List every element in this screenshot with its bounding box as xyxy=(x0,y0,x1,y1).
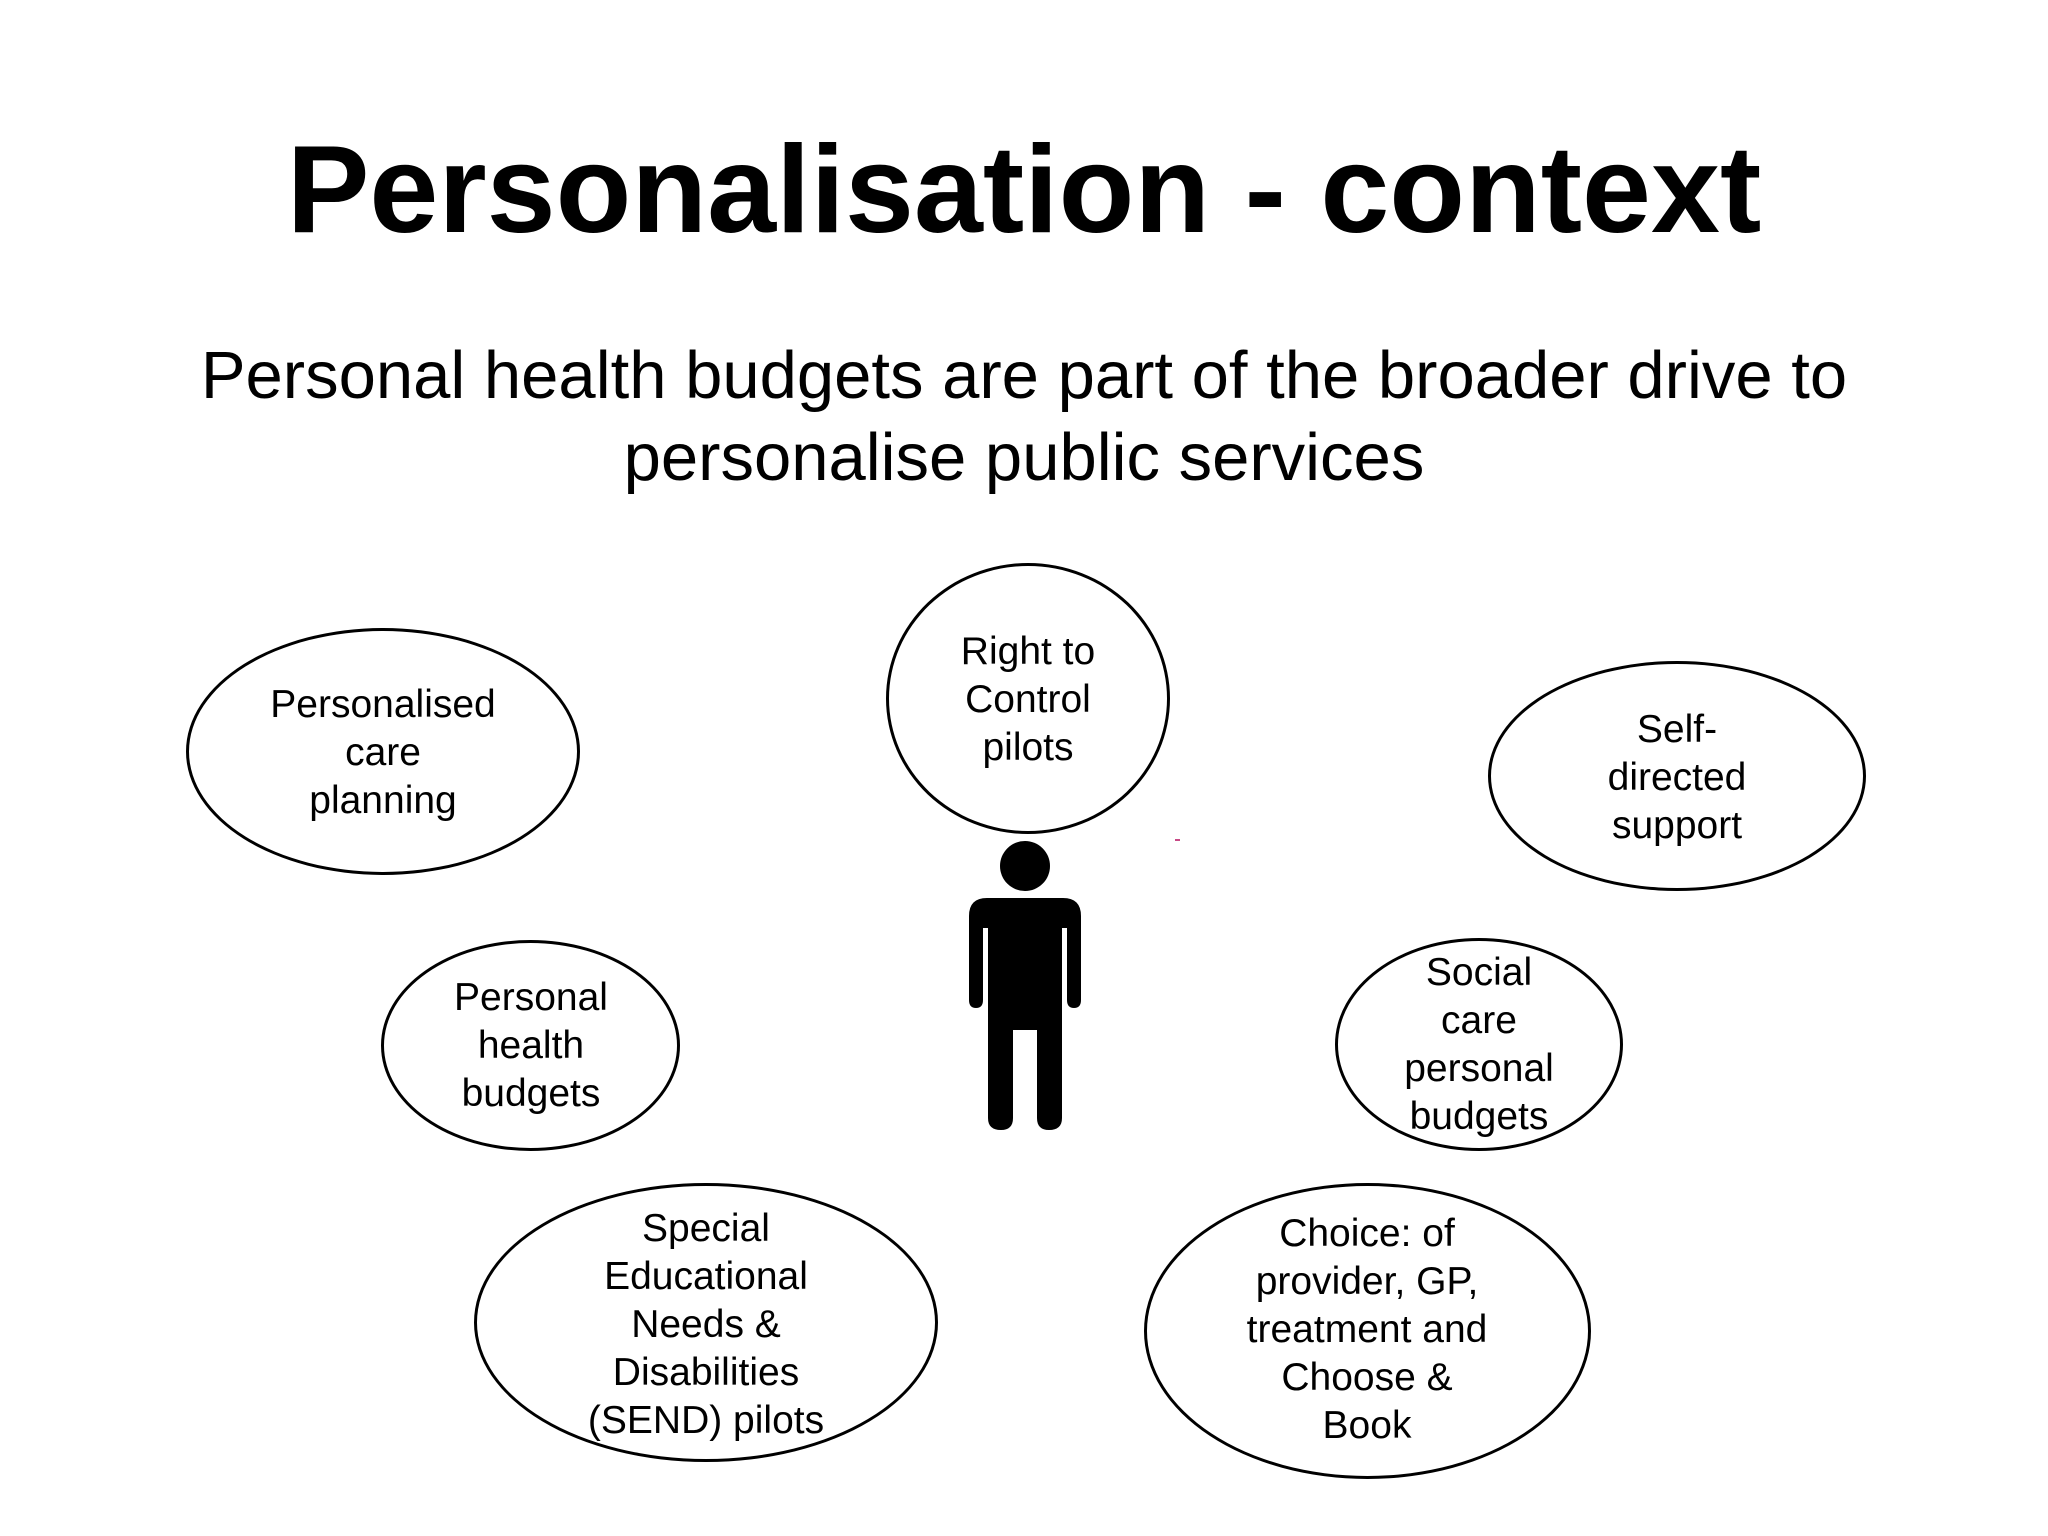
bubble-self-directed-support xyxy=(1488,661,1866,891)
person-icon xyxy=(969,841,1081,1130)
bubble-right-to-control xyxy=(886,563,1170,834)
bubble-label-social-care-personal-budgets: Social care personal budgets xyxy=(1404,951,1554,1138)
bubble-label-self-directed-support: Self- directed support xyxy=(1607,708,1747,847)
bubble-personalised-care-planning xyxy=(186,628,580,875)
bubble-label-choice: Choice: of provider, GP, treatment and C… xyxy=(1246,1212,1488,1447)
slide-title: Personalisation - context xyxy=(286,121,1762,259)
bubble-send-pilots xyxy=(474,1183,938,1462)
bubble-label-personal-health-budgets: Personal health budgets xyxy=(454,976,608,1115)
bubble-choice xyxy=(1144,1183,1591,1479)
bubble-label-personalised-care-planning: Personalised care planning xyxy=(270,683,496,822)
stray-mark xyxy=(1175,839,1180,841)
slide-subtitle: Personal health budgets are part of the … xyxy=(200,338,1848,495)
bubble-label-send-pilots: Special Educational Needs & Disabilities… xyxy=(587,1207,825,1442)
bubble-label-right-to-control: Right to Control pilots xyxy=(960,630,1096,769)
bubble-personal-health-budgets xyxy=(381,940,680,1151)
bubble-social-care-personal-budgets xyxy=(1335,938,1623,1151)
